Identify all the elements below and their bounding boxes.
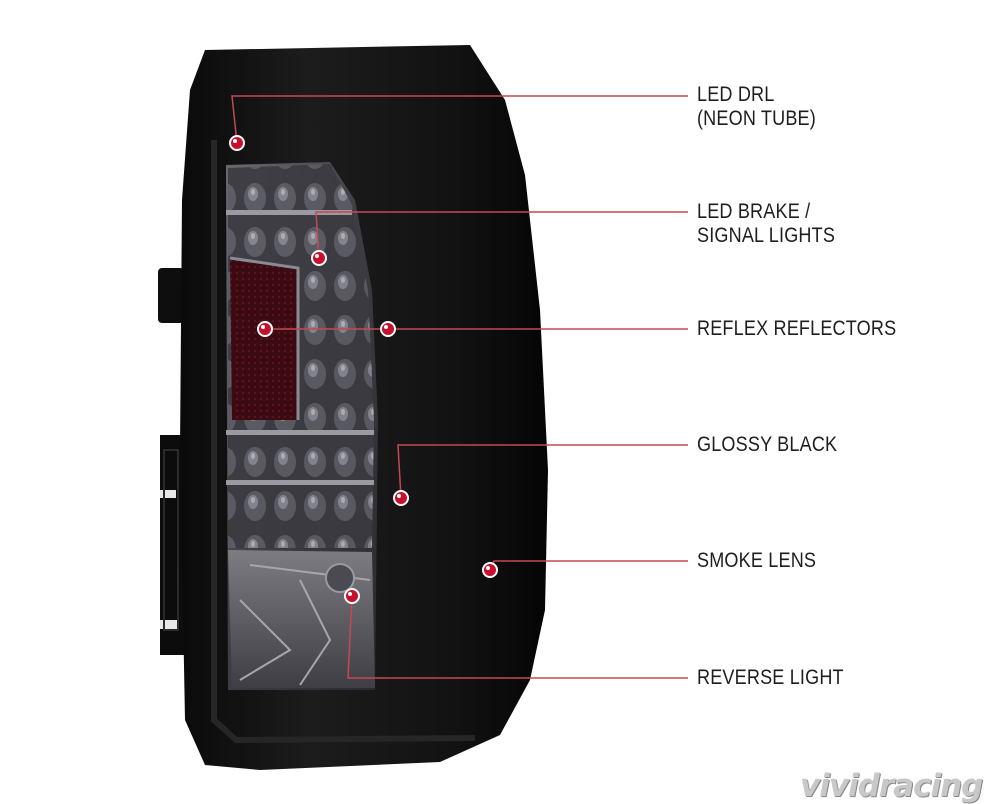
led-array [228,164,374,548]
label-led-brake: LED BRAKE / SIGNAL LIGHTS [697,200,835,248]
label-reverse-light: REVERSE LIGHT [697,666,844,690]
label-led-drl: LED DRL (NEON TUBE) [697,83,816,131]
label-glossy-line-1: GLOSSY BLACK [697,433,838,456]
label-led-brake-line-1: LED BRAKE / [697,200,811,223]
marker-reflex-left [257,321,273,337]
marker-led-drl [229,135,245,151]
reflex-reflector [230,258,298,420]
led-light-bars [226,210,374,485]
marker-smoke-lens [482,562,498,578]
callout-markers [229,135,498,604]
label-led-drl-line-2: (NEON TUBE) [697,107,816,130]
label-led-drl-line-1: LED DRL [697,83,775,106]
marker-led-brake [311,250,327,266]
drl-neon-tube [211,140,476,744]
marker-glossy-black [393,490,409,506]
label-smoke-line-1: SMOKE LENS [697,549,817,572]
label-glossy-black: GLOSSY BLACK [697,433,837,457]
marker-reverse-light [344,588,360,604]
marker-reflex-right [380,321,396,337]
label-reverse-line-1: REVERSE LIGHT [697,666,844,689]
label-led-brake-line-2: SIGNAL LIGHTS [697,224,836,247]
label-reflex-reflectors: REFLEX REFLECTORS [697,317,896,341]
label-smoke-lens: SMOKE LENS [697,549,816,573]
watermark-logo: vividracing [800,768,983,804]
label-reflex-line-1: REFLEX REFLECTORS [697,317,897,340]
